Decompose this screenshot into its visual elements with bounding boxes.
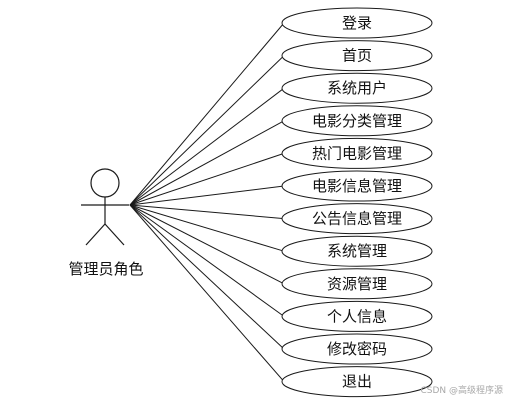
association-line <box>129 204 285 252</box>
association-line <box>129 204 285 220</box>
actor-label: 管理员角色 <box>68 260 143 278</box>
actor-left-leg <box>85 223 106 246</box>
use-case: 资源管理 <box>281 268 433 300</box>
use-case-label: 系统管理 <box>327 242 387 260</box>
use-case-label: 修改密码 <box>327 340 387 358</box>
watermark: CSDN @高级程序源 <box>420 384 503 396</box>
use-case-ellipse <box>281 137 433 169</box>
actor-right-leg <box>104 223 125 246</box>
association-line <box>129 204 285 382</box>
association-line <box>129 152 285 206</box>
use-case-label: 退出 <box>342 373 372 391</box>
use-case-ellipse <box>281 7 433 39</box>
use-case: 系统管理 <box>281 235 433 267</box>
use-case-ellipse <box>281 40 433 72</box>
use-case: 修改密码 <box>281 333 433 365</box>
use-case-label: 电影信息管理 <box>312 177 402 195</box>
association-line <box>129 87 285 206</box>
association-line <box>129 204 285 350</box>
use-case-label: 资源管理 <box>327 275 387 293</box>
association-line <box>129 185 285 206</box>
association-lines <box>129 22 285 382</box>
use-case: 退出 <box>281 366 433 398</box>
use-case-ellipse <box>281 105 433 137</box>
use-case-ellipse <box>281 333 433 365</box>
use-case: 登录 <box>281 7 433 39</box>
use-case: 热门电影管理 <box>281 137 433 169</box>
use-case-ellipse <box>281 203 433 235</box>
use-case-ellipse <box>281 268 433 300</box>
actor: 管理员角色 <box>68 168 144 278</box>
use-case-label: 个人信息 <box>327 307 387 325</box>
use-case-ellipse <box>281 72 433 104</box>
use-case: 电影分类管理 <box>281 105 433 137</box>
association-line <box>129 204 285 285</box>
association-line <box>129 204 285 317</box>
use-case: 系统用户 <box>281 72 433 104</box>
association-line <box>129 55 285 206</box>
use-case: 电影信息管理 <box>281 170 433 202</box>
use-case: 首页 <box>281 40 433 72</box>
use-case-ellipse <box>281 300 433 332</box>
use-case-label: 热门电影管理 <box>312 144 402 162</box>
association-line <box>129 22 285 206</box>
association-line <box>129 120 285 206</box>
use-case-label: 首页 <box>342 47 372 65</box>
use-case-ellipse <box>281 170 433 202</box>
use-case: 公告信息管理 <box>281 203 433 235</box>
use-case-label: 电影分类管理 <box>312 112 402 130</box>
use-case: 个人信息 <box>281 300 433 332</box>
use-case-label: 系统用户 <box>327 79 387 97</box>
actor-head <box>90 168 120 198</box>
use-case-list: 登录首页系统用户电影分类管理热门电影管理电影信息管理公告信息管理系统管理资源管理… <box>281 7 433 398</box>
use-case-label: 登录 <box>342 14 372 32</box>
use-case-ellipse <box>281 235 433 267</box>
use-case-ellipse <box>281 366 433 398</box>
use-case-label: 公告信息管理 <box>312 210 402 228</box>
